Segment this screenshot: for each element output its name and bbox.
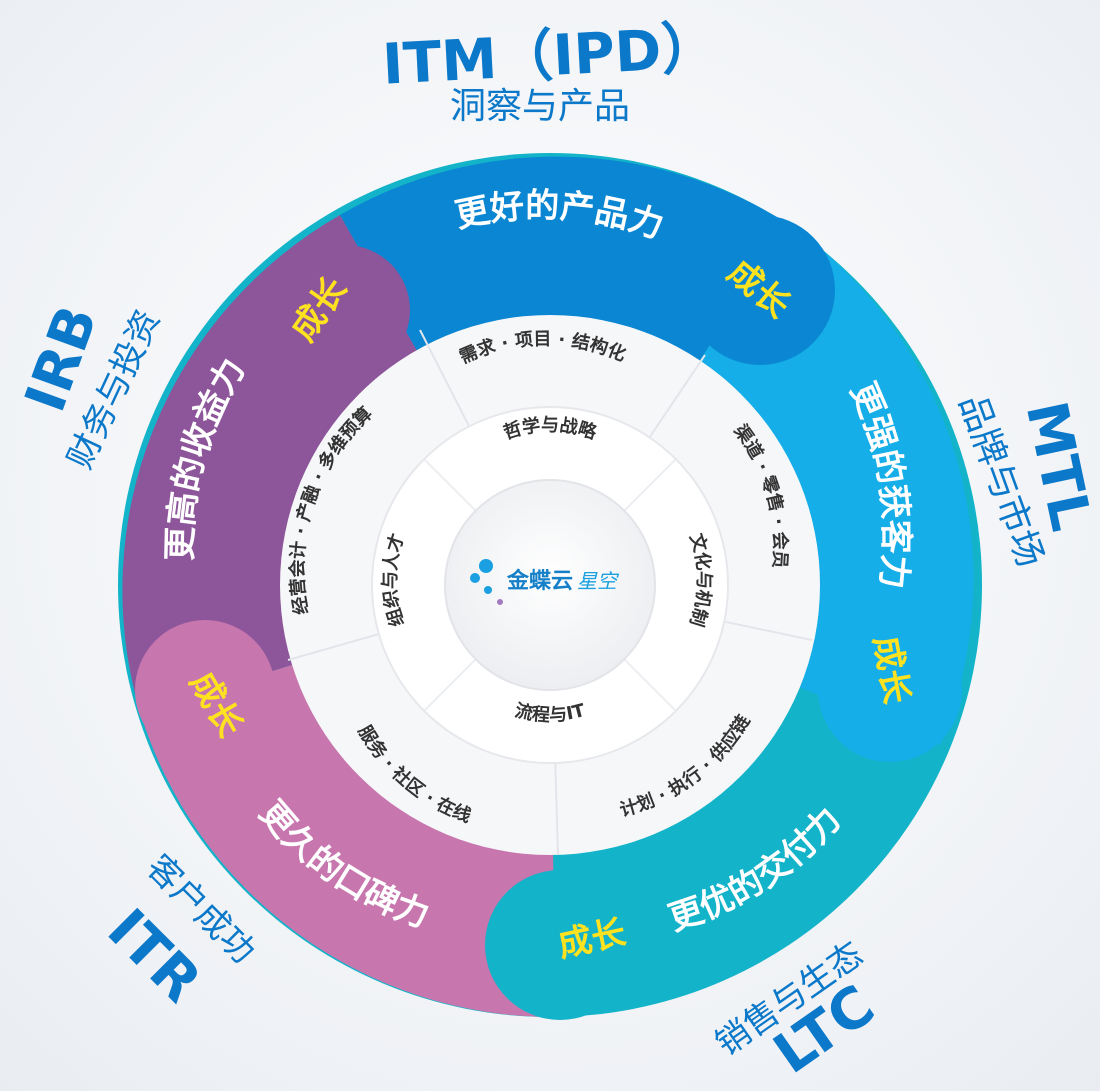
cap-pink bbox=[135, 620, 275, 760]
logo-brand: 金蝶云 bbox=[506, 568, 573, 594]
logo-product: 星空 bbox=[577, 569, 620, 593]
cap-sky bbox=[818, 618, 962, 762]
top-name: 洞察与产品 bbox=[450, 86, 630, 127]
cap-purple bbox=[280, 245, 410, 375]
logo-mark-icon bbox=[470, 559, 503, 605]
cap-blue bbox=[685, 215, 835, 365]
cap-teal bbox=[485, 870, 635, 1020]
center-circle bbox=[444, 479, 656, 691]
